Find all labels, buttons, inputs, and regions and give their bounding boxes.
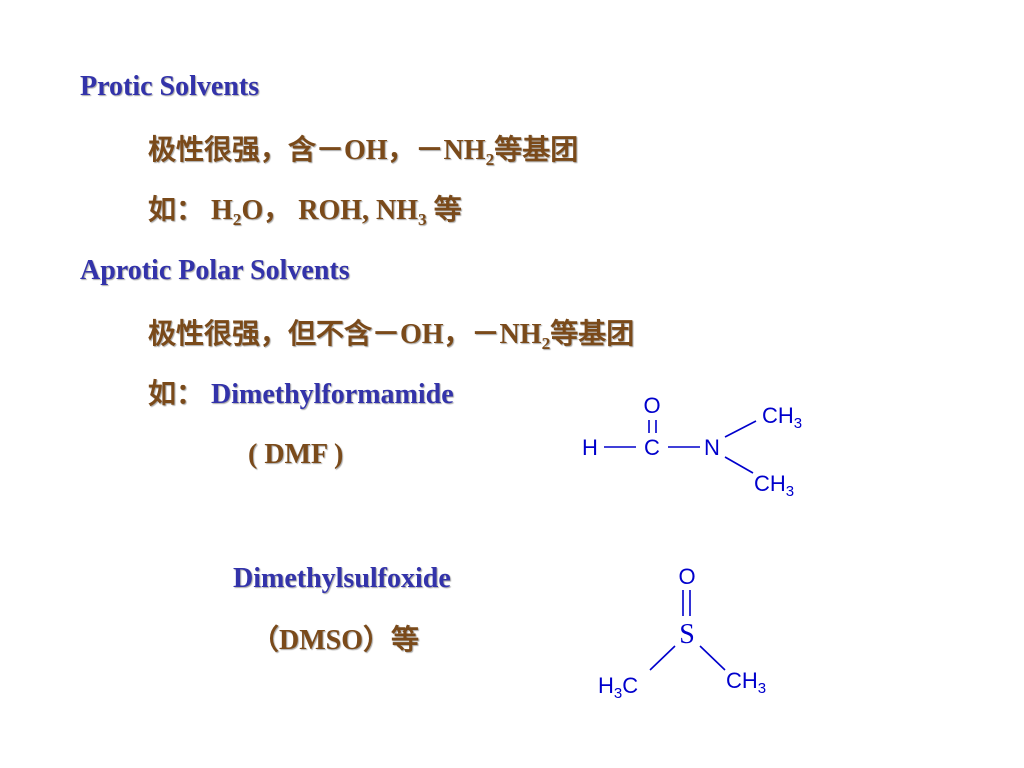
aprotic-ex-prefix: 如：	[148, 379, 205, 410]
dmf-hydrogen: H	[582, 435, 598, 460]
dmf-methyl-top: CH3	[762, 403, 802, 432]
protic-ex-sub2: 3	[418, 210, 427, 230]
dmf-structure: O H C N CH3 CH3	[582, 393, 802, 500]
protic-description: 极性很强，含－OH，－NH2等基团	[148, 134, 578, 168]
protic-examples: 如： H2O， ROH, NH3 等	[148, 194, 462, 228]
dmso-structure: O S H3C CH3	[598, 564, 766, 702]
protic-ex-prefix: 如：	[148, 195, 205, 226]
dmso-methyl-left: H3C	[598, 673, 638, 702]
dmso-s-ch3-right-bond	[699, 645, 726, 671]
dmf-n-ch3-bottom-bond	[724, 456, 754, 474]
protic-desc-suffix: 等基团	[494, 135, 579, 166]
protic-desc-sub: 2	[485, 150, 495, 170]
dmf-abbrev: ( DMF )	[248, 439, 344, 470]
aprotic-desc-suffix: 等基团	[550, 319, 635, 350]
protic-ex-sub1: 2	[232, 210, 242, 230]
dmf-carbon: C	[644, 435, 660, 460]
dmso-methyl-left-c: C	[622, 673, 638, 698]
dmso-oxygen: O	[678, 564, 695, 589]
dmf-nitrogen: N	[704, 435, 720, 460]
dmso-methyl-right-sub: 3	[758, 680, 766, 697]
dmso-abbrev: （DMSO）等	[251, 625, 420, 656]
dmf-methyl-bottom-ch: CH	[754, 471, 786, 496]
protic-ex-part2: O， ROH, NH	[241, 195, 419, 226]
protic-ex-part3: 等	[426, 195, 462, 226]
protic-heading: Protic Solvents	[80, 71, 260, 102]
dmf-methyl-top-sub: 3	[794, 415, 802, 432]
aprotic-heading: Aprotic Polar Solvents	[80, 255, 350, 286]
aprotic-desc-sub: 2	[541, 334, 551, 354]
dmf-n-ch3-top-bond	[724, 420, 757, 438]
dmf-name: Dimethylformamide	[204, 379, 454, 410]
dmso-sulfur: S	[679, 619, 695, 650]
dmso-s-ch3-left-bond	[649, 645, 676, 671]
dmso-methyl-right-ch: CH	[726, 668, 758, 693]
protic-desc-prefix: 极性很强，含－OH，－NH	[148, 135, 486, 166]
protic-ex-part1: H	[204, 195, 233, 226]
aprotic-example-dmf: 如： Dimethylformamide	[148, 378, 454, 412]
dmf-methyl-bottom: CH3	[754, 471, 794, 500]
aprotic-desc-prefix: 极性很强，但不含－OH，－NH	[148, 319, 542, 350]
dmf-methyl-top-ch: CH	[762, 403, 794, 428]
dmso-methyl-left-sub: 3	[614, 685, 622, 702]
dmso-methyl-left-h: H	[598, 673, 614, 698]
dmso-name: Dimethylsulfoxide	[233, 563, 451, 594]
dmf-methyl-bottom-sub: 3	[786, 483, 794, 500]
dmso-methyl-right: CH3	[726, 668, 766, 697]
dmf-oxygen: O	[643, 393, 660, 418]
aprotic-description: 极性很强，但不含－OH，－NH2等基团	[148, 318, 634, 352]
